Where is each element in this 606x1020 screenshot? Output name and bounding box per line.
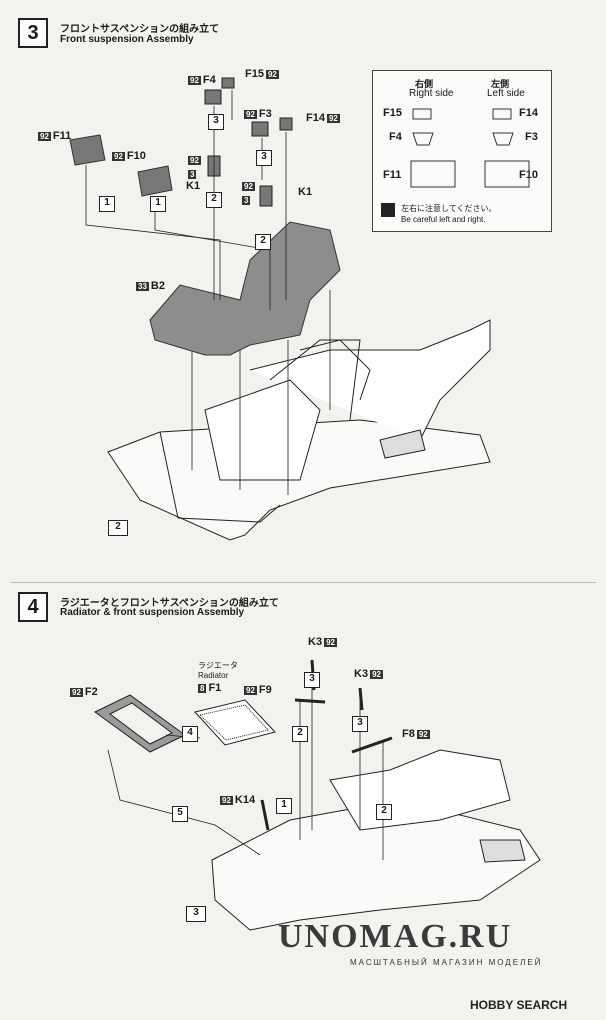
callout-3-3b: 3 bbox=[256, 150, 272, 166]
callout-4-2b: 2 bbox=[376, 804, 392, 820]
label-k1-left-code3: 3 bbox=[188, 169, 197, 179]
callout-3-1a: 1 bbox=[99, 196, 115, 212]
legend-left-jp: 左側 bbox=[491, 80, 510, 90]
step-4-title-jp: ラジエータとフロントサスペンションの組み立て bbox=[60, 598, 279, 609]
legend-part-drawings bbox=[381, 108, 530, 217]
chassis-ref-3: 3 bbox=[186, 906, 206, 922]
legend-right-en: Right side bbox=[409, 88, 454, 99]
step-3-title-en: Front suspension Assembly bbox=[60, 34, 194, 45]
label-k1-right-code92: 92 bbox=[242, 181, 255, 191]
step-3-number: 3 bbox=[18, 18, 48, 48]
callout-3-2b: 2 bbox=[255, 234, 271, 250]
label-k1-left: 92 bbox=[188, 155, 201, 165]
callout-4-1: 1 bbox=[276, 798, 292, 814]
callout-3-2a: 2 bbox=[206, 192, 222, 208]
callout-3-3a: 3 bbox=[208, 114, 224, 130]
label-k1-left-name: K1 bbox=[186, 180, 201, 192]
legend-note-jp: 左右に注意してください。 bbox=[401, 204, 497, 213]
left-right-legend: 右側 Right side 左側 Left side F15 F4 F11 F1… bbox=[372, 70, 552, 232]
label-k1-right: K1 bbox=[298, 186, 313, 198]
legend-part-f15: F15 bbox=[383, 107, 402, 119]
hobby-search-brand: HOBBY SEARCH bbox=[470, 998, 568, 1012]
callout-4-3b: 3 bbox=[352, 716, 368, 732]
legend-note-en: Be careful left and right. bbox=[401, 215, 486, 224]
legend-part-f10: F10 bbox=[519, 169, 538, 181]
legend-right-jp: 右側 bbox=[415, 80, 434, 90]
watermark-subtitle: МАСШТАБНЫЙ МАГАЗИН МОДЕЛЕЙ bbox=[350, 958, 543, 967]
step-3-title-jp: フロントサスペンションの組み立て bbox=[60, 24, 220, 35]
watermark-logo: UNOMAG.RU bbox=[278, 918, 513, 955]
section-divider bbox=[10, 582, 596, 583]
callout-4-4: 4 bbox=[182, 726, 198, 742]
radiator-label-jp: ラジエータ bbox=[198, 661, 238, 670]
callout-3-1b: 1 bbox=[150, 196, 166, 212]
legend-part-f4: F4 bbox=[389, 131, 402, 143]
legend-part-f3: F3 bbox=[525, 131, 538, 143]
label-k1-right-code3: 3 bbox=[242, 195, 251, 205]
legend-part-f14: F14 bbox=[519, 107, 538, 119]
callout-4-2a: 2 bbox=[292, 726, 308, 742]
callout-4-5: 5 bbox=[172, 806, 188, 822]
step-4-title-en: Radiator & front suspension Assembly bbox=[60, 607, 245, 618]
callout-4-3a: 3 bbox=[304, 672, 320, 688]
chassis-ref-2: 2 bbox=[108, 520, 128, 536]
legend-left-en: Left side bbox=[487, 88, 525, 99]
radiator-label-en: Radiator bbox=[198, 671, 229, 680]
legend-part-f11: F11 bbox=[383, 169, 402, 181]
step-4-number: 4 bbox=[18, 592, 48, 622]
